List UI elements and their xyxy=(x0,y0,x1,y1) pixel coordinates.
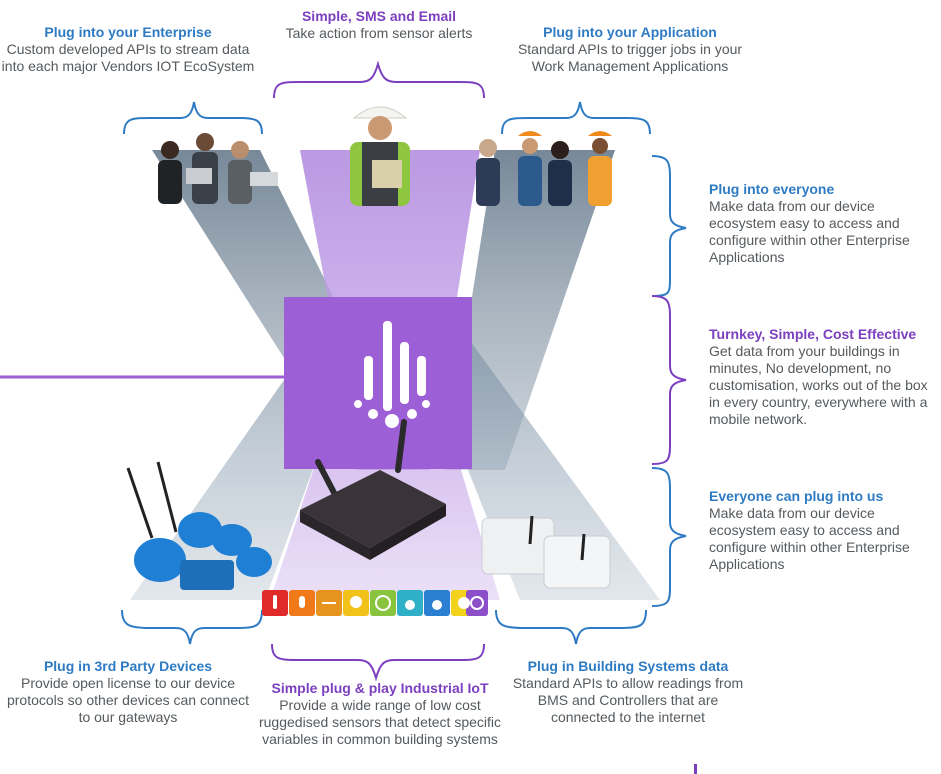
sms-email-title: Simple, SMS and Email xyxy=(301,8,457,24)
field-worker-photo xyxy=(350,106,410,206)
enterprise-body: Custom developed APIs to stream data int… xyxy=(1,41,255,74)
brace-bottom-left xyxy=(121,609,263,645)
building-systems-devices-photo xyxy=(481,515,611,589)
turnkey-body: Get data from your buildings in minutes,… xyxy=(709,343,928,427)
enterprise-people-photo xyxy=(158,133,278,204)
third-party-body: Provide open license to our device proto… xyxy=(6,675,250,725)
plug-play-block: Simple plug & play Industrial IoT Provid… xyxy=(258,680,502,748)
brace-right-2 xyxy=(651,295,687,465)
plug-into-us-body: Make data from our device ecosystem easy… xyxy=(709,505,910,572)
sensor-icon-strip xyxy=(262,590,488,616)
everyone-body: Make data from our device ecosystem easy… xyxy=(709,198,910,265)
application-block: Plug into your Application Standard APIs… xyxy=(510,24,750,75)
hub-square xyxy=(284,297,472,469)
third-party-devices-photo xyxy=(126,461,272,590)
application-title: Plug into your Application xyxy=(543,24,717,40)
brace-top-center xyxy=(273,60,485,99)
brace-bottom-right xyxy=(495,609,647,645)
meter-icon xyxy=(370,590,396,616)
corner-mark xyxy=(694,764,697,774)
plug-into-us-title: Everyone can plug into us xyxy=(709,488,884,504)
power-icon xyxy=(466,590,488,616)
gateway-device-photo xyxy=(300,419,446,560)
everyone-title: Plug into everyone xyxy=(709,181,835,197)
hub-logo-icon xyxy=(354,321,430,428)
building-systems-block: Plug in Building Systems data Standard A… xyxy=(504,658,752,726)
building-systems-title: Plug in Building Systems data xyxy=(527,658,729,674)
plug-into-us-block: Everyone can plug into us Make data from… xyxy=(709,488,941,573)
everyone-block: Plug into everyone Make data from our de… xyxy=(709,181,941,266)
brace-top-right xyxy=(501,101,651,135)
brace-right-1 xyxy=(651,155,687,297)
brace-top-left xyxy=(123,101,263,135)
brace-right-3 xyxy=(651,467,687,607)
plug-play-title: Simple plug & play Industrial IoT xyxy=(271,680,489,696)
turnkey-title: Turnkey, Simple, Cost Effective xyxy=(709,326,917,342)
sms-email-block: Simple, SMS and Email Take action from s… xyxy=(266,8,492,42)
application-people-photo xyxy=(476,131,612,206)
third-party-title: Plug in 3rd Party Devices xyxy=(43,658,213,674)
plug-play-body: Provide a wide range of low cost ruggedi… xyxy=(258,697,502,747)
sms-email-body: Take action from sensor alerts xyxy=(285,25,473,41)
brace-bottom-center xyxy=(271,643,485,682)
application-body: Standard APIs to trigger jobs in your Wo… xyxy=(517,41,743,74)
enterprise-title: Plug into your Enterprise xyxy=(44,24,212,40)
turnkey-block: Turnkey, Simple, Cost Effective Get data… xyxy=(709,326,941,428)
enterprise-block: Plug into your Enterprise Custom develop… xyxy=(0,24,256,75)
building-systems-body: Standard APIs to allow readings from BMS… xyxy=(512,675,744,725)
third-party-block: Plug in 3rd Party Devices Provide open l… xyxy=(0,658,256,726)
